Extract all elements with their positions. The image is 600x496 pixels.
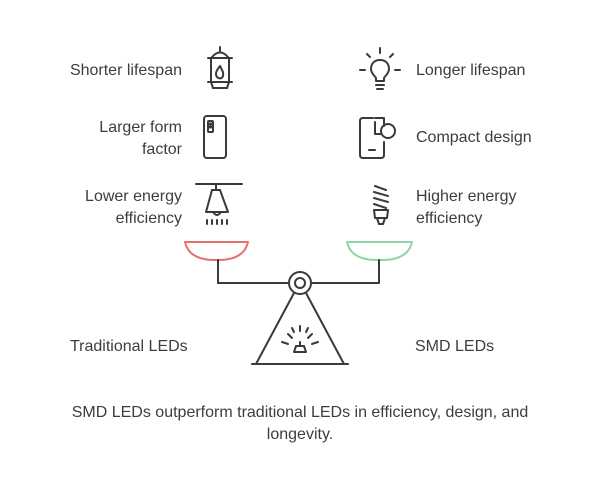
phone-icon xyxy=(200,112,230,162)
balance-scale xyxy=(170,232,430,372)
left-label-3-line2: efficiency xyxy=(115,210,182,227)
right-label-2-text: Compact design xyxy=(416,129,532,146)
cfl-bulb-icon xyxy=(366,180,396,232)
side-label-smd-text: SMD LEDs xyxy=(415,338,495,355)
left-label-lower-energy-efficiency: Lower energy efficiency xyxy=(85,186,182,230)
left-label-2-line1: Larger form xyxy=(99,119,182,136)
right-pan xyxy=(346,241,413,261)
left-label-1-text: Shorter lifespan xyxy=(69,62,182,79)
right-label-1-text: Longer lifespan xyxy=(416,62,526,79)
right-label-3-line1: Higher energy xyxy=(416,188,517,205)
ceiling-lamp-icon xyxy=(192,180,248,234)
lightbulb-icon xyxy=(355,44,405,94)
lantern-icon xyxy=(200,44,240,94)
right-label-higher-energy-efficiency: Higher energy efficiency xyxy=(416,186,517,230)
caption-line2: longevity. xyxy=(266,426,334,443)
right-label-longer-lifespan: Longer lifespan xyxy=(416,60,525,82)
side-label-traditional-leds: Traditional LEDs xyxy=(70,336,188,358)
left-pan xyxy=(184,241,249,261)
left-label-2-line2: factor xyxy=(141,141,182,158)
left-label-3-line1: Lower energy xyxy=(85,188,182,205)
right-label-3-line2: efficiency xyxy=(416,210,483,227)
side-label-traditional-text: Traditional LEDs xyxy=(70,338,188,355)
summary-caption: SMD LEDs outperform traditional LEDs in … xyxy=(0,402,600,446)
side-label-smd-leds: SMD LEDs xyxy=(415,336,494,358)
caption-line1: SMD LEDs outperform traditional LEDs in … xyxy=(71,404,529,421)
compact-device-icon xyxy=(355,112,405,162)
right-label-compact-design: Compact design xyxy=(416,127,532,149)
left-label-larger-form-factor: Larger form factor xyxy=(99,117,182,161)
left-label-shorter-lifespan: Shorter lifespan xyxy=(70,60,182,82)
